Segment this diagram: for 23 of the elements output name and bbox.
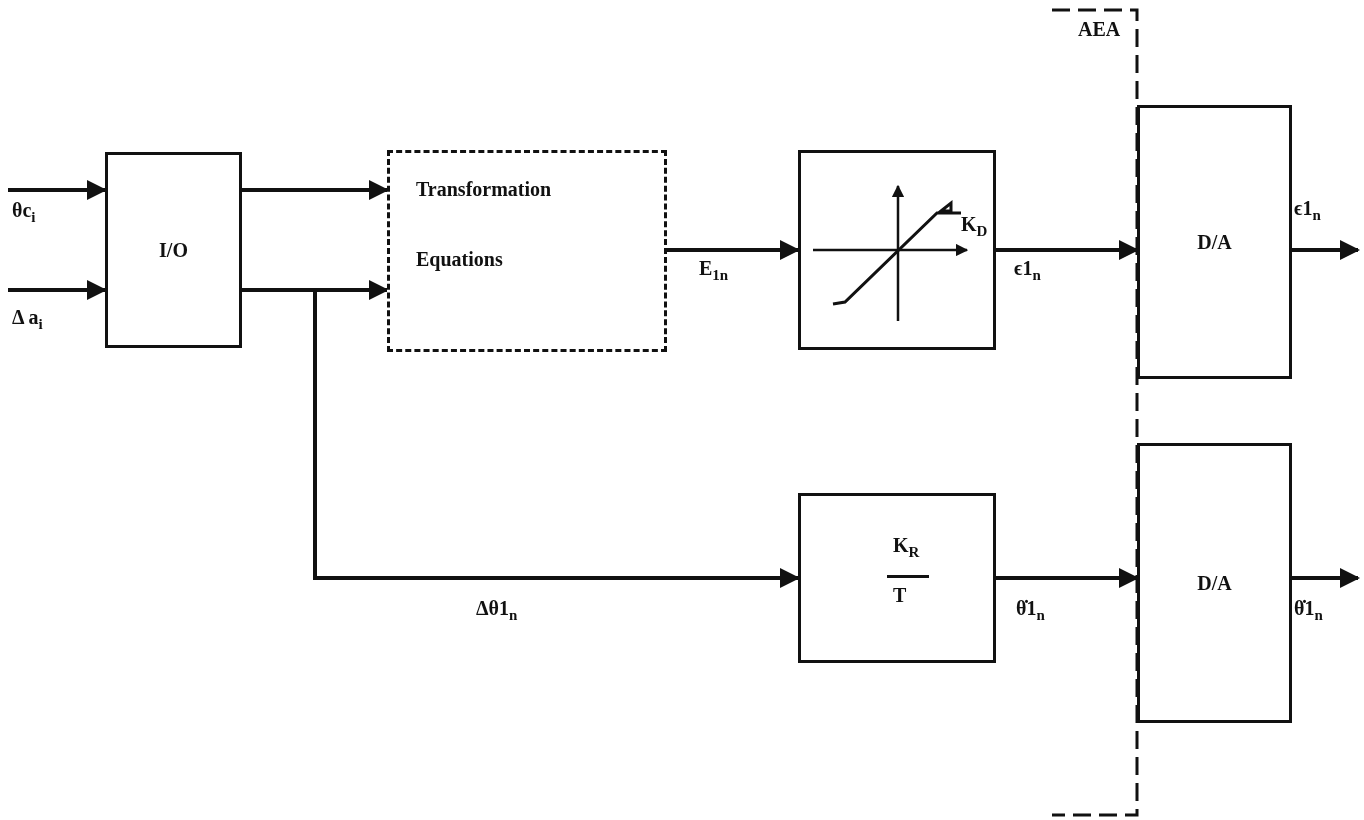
arrow — [1292, 568, 1360, 588]
box-label: Transformation — [416, 178, 552, 200]
process-box — [105, 152, 242, 348]
region-label: AEA — [1078, 18, 1121, 40]
arrow — [1292, 240, 1360, 260]
arrow — [242, 180, 389, 200]
box-label: I/O — [159, 238, 188, 262]
converter-box — [1137, 105, 1292, 379]
gain-box — [798, 493, 996, 663]
fraction-numerator: K$_{R}$ — [893, 534, 920, 561]
arrow — [8, 280, 107, 300]
arrow — [996, 568, 1139, 588]
arrow — [8, 180, 107, 200]
box-label: Equations — [416, 248, 503, 270]
box-label: D/A — [1197, 230, 1232, 254]
gain-label: K$_{D}$ — [961, 213, 988, 240]
box-label: D/A — [1197, 571, 1232, 595]
converter-box — [1137, 443, 1292, 723]
fraction-denominator: T — [893, 584, 907, 606]
process-box — [387, 150, 667, 352]
limiter-box — [798, 150, 996, 350]
arrow — [667, 240, 800, 260]
arrow — [996, 240, 1139, 260]
